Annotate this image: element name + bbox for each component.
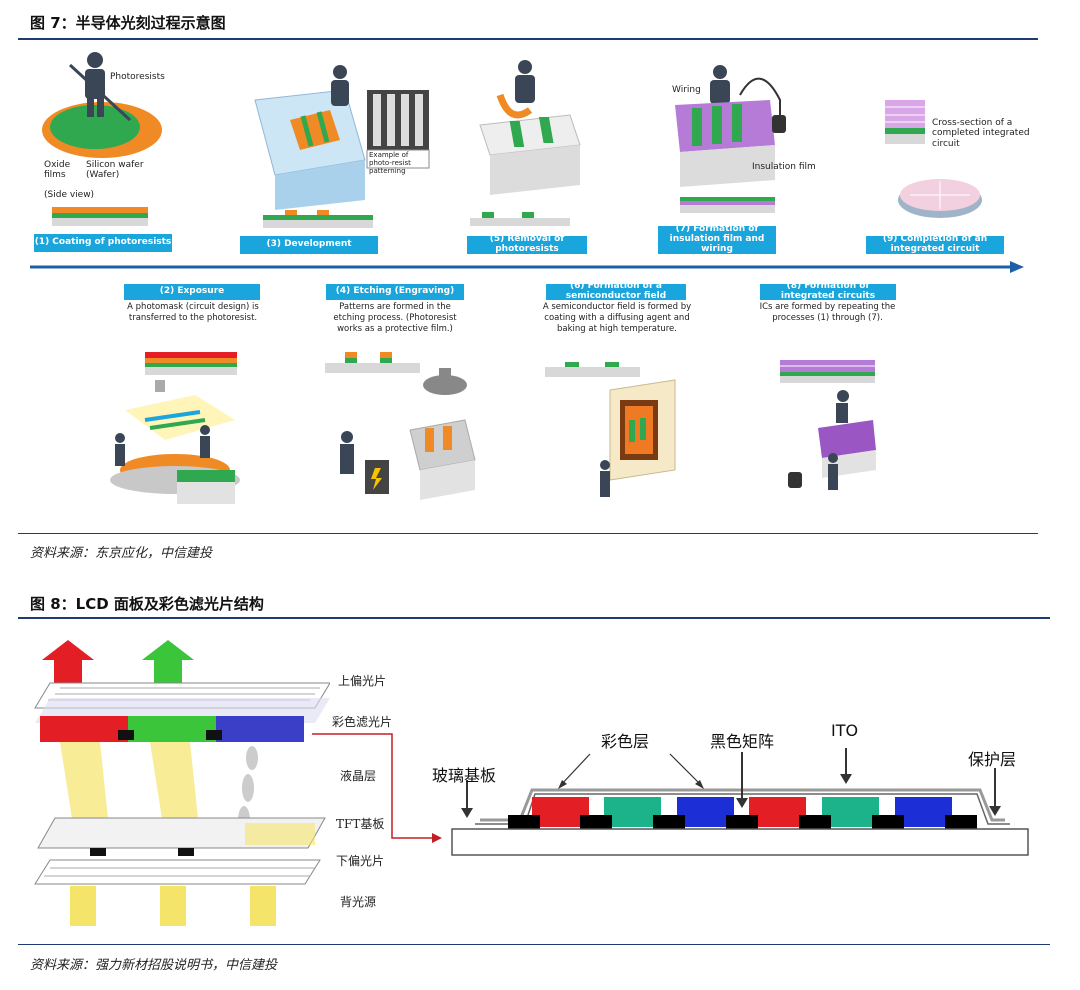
wiring-label: Wiring <box>672 85 701 95</box>
step7-label: (7) Formation of insulation film and wir… <box>658 224 776 254</box>
step4-label: (4) Etching (Engraving) <box>326 284 464 300</box>
step2-illustration <box>105 350 280 520</box>
step1-label: (1) Coating of photoresists <box>34 234 172 252</box>
step5-label: (5) Removal of photoresists <box>467 234 587 254</box>
structure-pointer-arrows <box>461 748 1001 818</box>
step8-illustration <box>778 358 888 508</box>
figure8-source: 资料来源：强力新材招股说明书，中信建投 <box>30 958 278 973</box>
step2-description: A photomask (circuit design) is transfer… <box>127 302 259 324</box>
silicon-wafer-label: Silicon wafer (Wafer) <box>86 160 144 181</box>
insulation-film-label: Insulation film <box>752 162 816 172</box>
step8-label: (8) Formation of integrated circuits <box>760 281 896 301</box>
lcd-tft-substrate: TFT基板 <box>336 817 385 831</box>
step2-label: (2) Exposure <box>124 284 260 300</box>
figure7-source: 资料来源：东京应化，中信建投 <box>30 546 213 561</box>
oxide-films-label: Oxide films <box>44 160 71 181</box>
process-arrow <box>30 261 1024 273</box>
ito-label: ITO <box>831 721 859 740</box>
lcd-backlight: 背光源 <box>340 895 377 909</box>
lcd-lower-polarizer: 下偏光片 <box>336 854 385 868</box>
figure8-top-rule <box>18 617 1050 619</box>
lcd-upper-polarizer: 上偏光片 <box>338 674 387 688</box>
black-matrix-label: 黑色矩阵 <box>710 732 775 751</box>
connector-arrow <box>312 733 442 843</box>
step9-label: (9) Completion of an integrated circuit <box>866 234 1004 254</box>
step5-illustration <box>470 55 600 235</box>
step7-illustration <box>670 60 820 225</box>
step1-illustration <box>30 45 180 235</box>
protective-layer-label: 保护层 <box>968 750 1017 769</box>
lcd-liquid-crystal: 液晶层 <box>340 769 377 783</box>
figure8-title: 图 8：LCD 面板及彩色滤光片结构 <box>30 595 264 613</box>
figure7-top-rule <box>18 38 1038 40</box>
cross-section-label: Cross-section of a completed integrated … <box>932 118 1030 149</box>
lcd-exploded-diagram <box>30 638 331 930</box>
figure7-title: 图 7：半导体光刻过程示意图 <box>30 14 226 32</box>
step6-description: A semiconductor field is formed by coati… <box>542 302 692 335</box>
step3-label: (3) Development <box>240 236 378 254</box>
side-view-label: (Side view) <box>44 190 95 200</box>
glass-substrate-label: 玻璃基板 <box>432 766 497 785</box>
step4-description: Patterns are formed in the etching proce… <box>333 302 457 335</box>
step9-illustration <box>880 95 1010 230</box>
figure8-bottom-rule <box>18 944 1050 945</box>
figure7-bottom-rule <box>18 533 1038 534</box>
step3-illustration <box>245 60 435 235</box>
step6-illustration <box>545 360 685 505</box>
color-layer-label: 彩色层 <box>601 732 650 751</box>
step4-illustration <box>325 350 485 510</box>
photoresists-label: Photoresists <box>110 72 165 82</box>
step8-description: ICs are formed by repeating the processe… <box>759 302 896 324</box>
lcd-color-filter: 彩色滤光片 <box>332 715 393 729</box>
step6-label: (6) Formation of a semiconductor field <box>546 281 686 301</box>
color-filter-structure <box>440 760 1040 860</box>
patterning-example-label: Example of photo-resist patterning <box>369 151 411 176</box>
